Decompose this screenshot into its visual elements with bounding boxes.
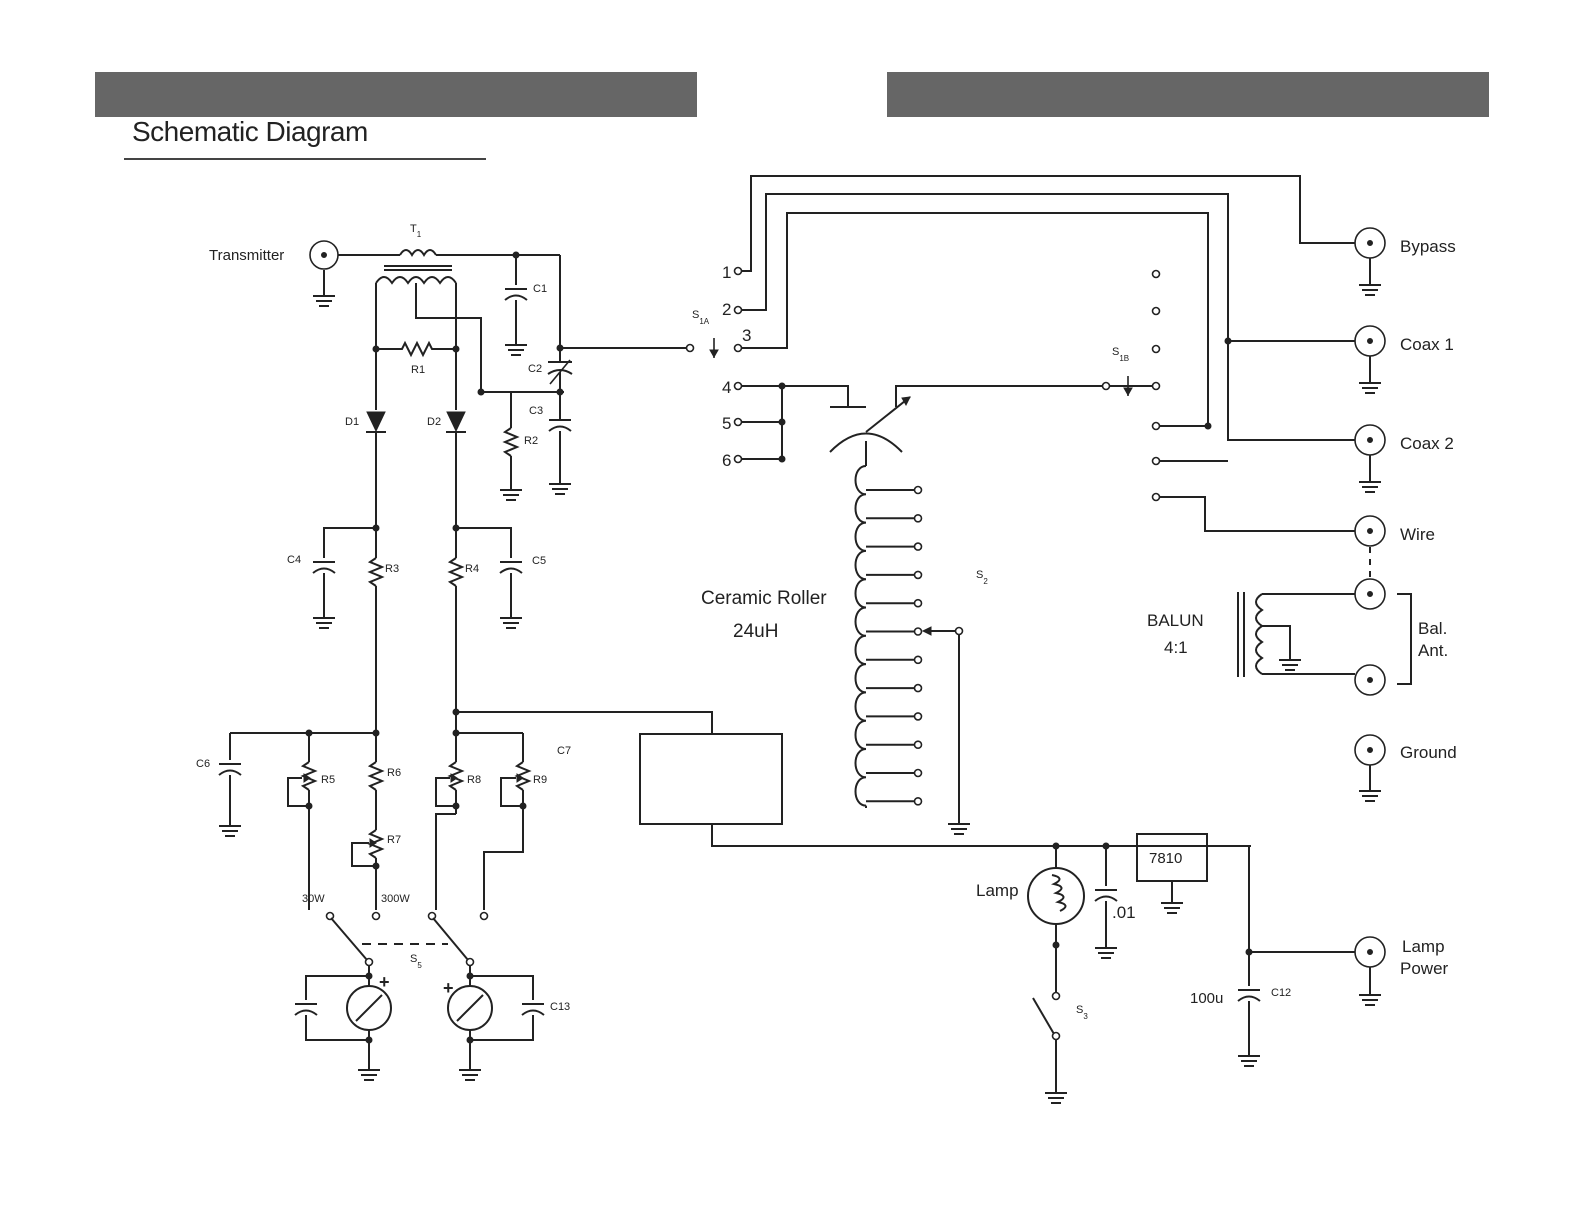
c5-label: C5 [532, 555, 546, 567]
ground-connector [1355, 735, 1385, 801]
s2-taps [866, 487, 955, 805]
switch-position-2: 2 [722, 300, 731, 319]
coax1-connector [1355, 326, 1385, 393]
r5-label: R5 [321, 774, 335, 786]
s2-tap-pin [915, 713, 922, 720]
wire-connector [1355, 516, 1385, 578]
switch-position-4: 4 [722, 378, 731, 397]
s2-wiper-arrow [923, 627, 931, 635]
s2-tap-pin [915, 543, 922, 550]
switch-position-5: 5 [722, 414, 731, 433]
controller-box [640, 734, 782, 824]
regulator-label: 7810 [1149, 850, 1182, 867]
s1a-label: S1A [692, 309, 710, 326]
c4-label: C4 [287, 554, 301, 566]
r3-label: R3 [385, 563, 399, 575]
s1b-label: S1B [1112, 346, 1129, 363]
wire-label: Wire [1400, 525, 1435, 544]
diode-d2 [446, 412, 466, 432]
c12-label: C12 [1271, 987, 1291, 999]
r1-label: R1 [411, 364, 425, 376]
balun-label-2: 4:1 [1164, 638, 1188, 657]
diode-d1 [366, 412, 386, 432]
s2-tap-pin [915, 628, 922, 635]
bypass-label: Bypass [1400, 237, 1456, 256]
d2-label: D2 [427, 416, 441, 428]
roller-label-1: Ceramic Roller [701, 588, 827, 609]
transmitter-label: Transmitter [209, 247, 284, 264]
lamp-label: Lamp [976, 881, 1019, 900]
c7-label: C7 [557, 745, 571, 757]
s2-tap-pin [915, 571, 922, 578]
ground-label: Ground [1400, 743, 1457, 762]
bypass-connector [1355, 228, 1385, 295]
s2-label: S2 [976, 569, 988, 586]
r6-label: R6 [387, 767, 401, 779]
svg-text:+: + [379, 972, 390, 992]
resistor-r1 [373, 343, 459, 355]
balun [1238, 579, 1411, 695]
coax1-label: Coax 1 [1400, 335, 1454, 354]
svg-text:+: + [443, 978, 454, 998]
lamp-power-label-1: Lamp [1402, 937, 1445, 956]
switch-position-1: 1 [722, 263, 731, 282]
s2-tap-pin [915, 515, 922, 522]
coax2-connector [1355, 425, 1385, 492]
t1-label: T1 [410, 223, 422, 239]
s2-tap-pin [915, 656, 922, 663]
s2-tap-pin [915, 685, 922, 692]
bal-ant-label-2: Ant. [1418, 641, 1448, 660]
coax2-label: Coax 2 [1400, 434, 1454, 453]
d1-label: D1 [345, 416, 359, 428]
lamp-power-label-2: Power [1400, 959, 1449, 978]
c6-label: C6 [196, 758, 210, 770]
bal-ant-label-1: Bal. [1418, 619, 1447, 638]
r4-label: R4 [465, 563, 479, 575]
balun-label-1: BALUN [1147, 611, 1204, 630]
cap-01-label: .01 [1112, 903, 1136, 922]
s2-tap-pin [915, 741, 922, 748]
range-30w-label: 30W [302, 893, 325, 905]
range-300w-label: 300W [381, 893, 410, 905]
s2-tap-pin [915, 487, 922, 494]
lamp-power-connector [1355, 937, 1385, 1005]
c13-label: C13 [550, 1001, 570, 1013]
r7-label: R7 [387, 834, 401, 846]
r8-label: R8 [467, 774, 481, 786]
s5-label: S5 [410, 953, 422, 970]
s2-tap-pin [915, 770, 922, 777]
meter-right: + [443, 978, 492, 1030]
s3-label: S3 [1076, 1004, 1088, 1021]
r2-label: R2 [524, 435, 538, 447]
transformer-t1 [338, 250, 560, 283]
s2-tap-pin [915, 600, 922, 607]
c3-label: C3 [529, 405, 543, 417]
s2-tap-pin [915, 798, 922, 805]
transmitter-connector [310, 241, 338, 306]
r9-label: R9 [533, 774, 547, 786]
c2-label: C2 [528, 363, 542, 375]
c1-label: C1 [533, 283, 547, 295]
switch-position-6: 6 [722, 451, 731, 470]
lamp [1028, 868, 1084, 924]
cap-100u-label: 100u [1190, 990, 1223, 1007]
roller-label-2: 24uH [733, 621, 778, 642]
switch-position-3: 3 [742, 326, 751, 345]
